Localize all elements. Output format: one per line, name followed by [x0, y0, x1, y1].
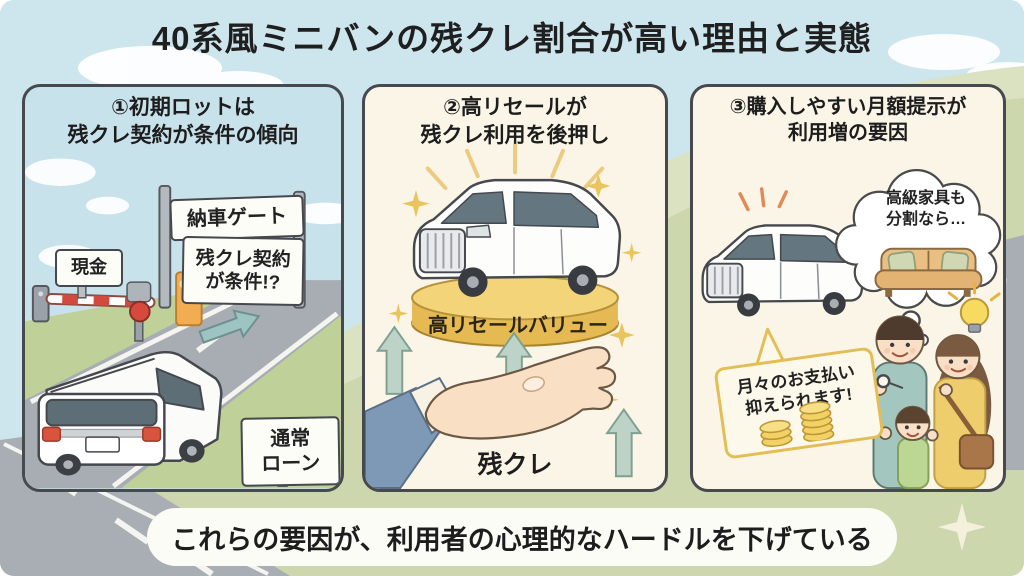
panel2-header: ②高リセールが 残クレ利用を後押し [365, 94, 665, 149]
delivery-gate-sign: 納車ゲート [169, 194, 305, 242]
page-title: 40系風ミニバンの残クレ割合が高い理由と実態 [151, 20, 873, 57]
family-illustration [871, 315, 995, 489]
thought-bubble-text: 高級家具も 分割なら… [885, 190, 966, 228]
sofa-icon [874, 247, 983, 297]
sparkle-icon [938, 503, 986, 551]
panel-monthly-payment: ③購入しやすい月額提示が 利用増の要因 高級家具も 分割なら… 月々のお支払い … [690, 84, 1006, 492]
payment-tag: 月々のお支払い 抑えられます! [713, 346, 885, 460]
emphasis-ticks-icon [738, 187, 788, 212]
panel1-header-line2: 残クレ契約が条件の傾向 [67, 123, 299, 147]
condition-sign: 残クレ契約 が条件!? [181, 235, 305, 307]
panel2-scene [365, 142, 643, 489]
minivan-rear-illustration [37, 351, 223, 476]
panel3-scene [701, 169, 1002, 489]
panel3-header: ③購入しやすい月額提示が 利用増の要因 [693, 94, 1003, 147]
direction-arrow-icon [198, 309, 261, 344]
panel1-header-line1: ①初期ロットは [111, 96, 255, 119]
coin-stack-icon [759, 401, 835, 448]
pedestal-label: 高リセールバリュー [428, 315, 608, 337]
minivan-front-illustration [412, 178, 622, 297]
panel3-header-line2: 利用増の要因 [788, 122, 908, 145]
panel3-header-line1: ③購入しやすい月額提示が [729, 96, 967, 118]
tag-string-icon [876, 374, 904, 389]
footer-text: これらの要因が、利用者の心理的なハードルを下げている [171, 524, 873, 555]
arrow-up-icon [375, 325, 643, 478]
footer-banner: これらの要因が、利用者の心理的なハードルを下げている [147, 508, 897, 566]
signal-light-icon [126, 281, 152, 342]
panel2-header-line2: 残クレ利用を後押し [420, 123, 610, 147]
normal-loan-sign: 通常 ローン [240, 416, 341, 487]
lightbulb-icon [947, 282, 1001, 333]
hand-illustration [365, 346, 617, 489]
residual-credit-caption: 残クレ [477, 451, 553, 479]
panel-initial-lot: ①初期ロットは 残クレ契約が条件の傾向 現金 納車ゲート 残クレ契約 が条件!?… [22, 84, 344, 492]
panel-high-resale: ②高リセールが 残クレ利用を後押し 高リセールバリュー 残クレ [362, 84, 668, 492]
shine-rays-icon [425, 142, 605, 190]
cash-sign: 現金 [55, 249, 123, 287]
panel2-header-line1: ②高リセールが [443, 96, 587, 119]
panel1-header: ①初期ロットは 残クレ契約が条件の傾向 [25, 94, 341, 149]
